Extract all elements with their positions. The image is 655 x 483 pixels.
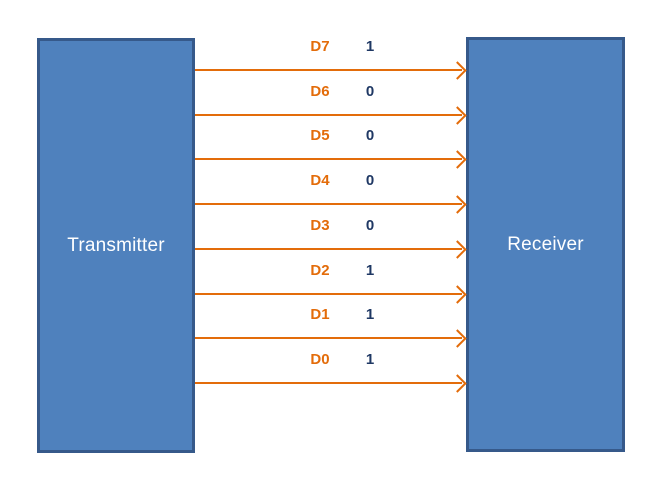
data-arrow-line	[195, 293, 462, 295]
arrow-head-icon	[448, 374, 467, 393]
data-arrow-line	[195, 158, 462, 160]
arrow-head-icon	[448, 106, 467, 125]
arrow-head-icon	[448, 150, 467, 169]
data-arrow-line	[195, 337, 462, 339]
channel-name-label: D3	[310, 217, 330, 234]
channel-bit-value: 1	[365, 38, 375, 55]
channel-name-label: D2	[310, 262, 330, 279]
arrow-head-icon	[448, 285, 467, 304]
channel-name-label: D5	[310, 127, 330, 144]
data-arrow-line	[195, 203, 462, 205]
channel-bit-value: 1	[365, 262, 375, 279]
channel-name-label: D1	[310, 306, 330, 323]
channel-bit-value: 1	[365, 351, 375, 368]
channel-bit-value: 1	[365, 306, 375, 323]
arrow-head-icon	[448, 61, 467, 80]
receiver-label: Receiver	[507, 233, 584, 255]
arrow-head-icon	[448, 240, 467, 259]
channel-bit-value: 0	[365, 127, 375, 144]
data-arrow-line	[195, 114, 462, 116]
arrow-head-icon	[448, 195, 467, 214]
data-arrow-line	[195, 248, 462, 250]
channel-bit-value: 0	[365, 217, 375, 234]
channel-name-label: D0	[310, 351, 330, 368]
arrow-head-icon	[448, 329, 467, 348]
channel-name-label: D4	[310, 172, 330, 189]
channel-name-label: D7	[310, 38, 330, 55]
channel-name-label: D6	[310, 83, 330, 100]
transmitter-box: Transmitter	[37, 38, 195, 453]
receiver-box: Receiver	[466, 37, 625, 452]
data-arrow-line	[195, 69, 462, 71]
transmitter-label: Transmitter	[67, 234, 165, 256]
channel-bit-value: 0	[365, 83, 375, 100]
channel-bit-value: 0	[365, 172, 375, 189]
data-arrow-line	[195, 382, 462, 384]
